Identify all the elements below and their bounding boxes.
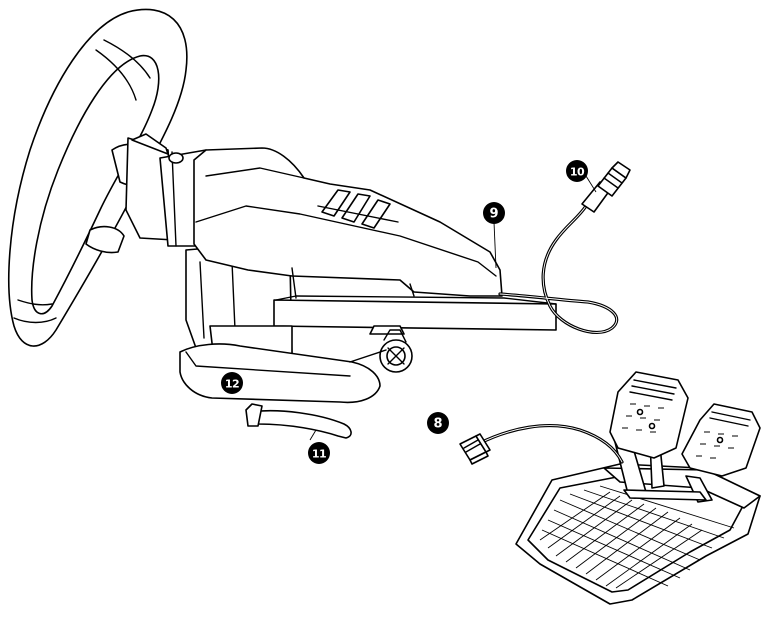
usb-cable [498,161,631,334]
pedal-set [515,371,761,605]
clamp-screw [379,329,413,373]
svg-text:9: 9 [489,207,498,222]
callout-9: 9 [483,202,505,224]
leader-line-11 [309,429,317,441]
svg-text:11: 11 [312,448,326,461]
callout-8: 8 [427,412,449,434]
callout-12: 12 [221,372,243,394]
leader-line-9 [493,221,497,269]
svg-text:12: 12 [225,378,239,391]
steering-wheel [8,8,213,347]
rj-connector [459,433,491,465]
pedal-connector-cable [459,424,624,465]
usb-plug [581,161,631,213]
callout-11: 11 [308,442,330,464]
pedal-base-grip [539,485,735,589]
clamp-lever [179,343,387,439]
callout-10: 10 [566,160,588,182]
leader-line-10 [585,175,597,193]
svg-text:8: 8 [433,417,442,432]
svg-text:10: 10 [570,166,585,179]
